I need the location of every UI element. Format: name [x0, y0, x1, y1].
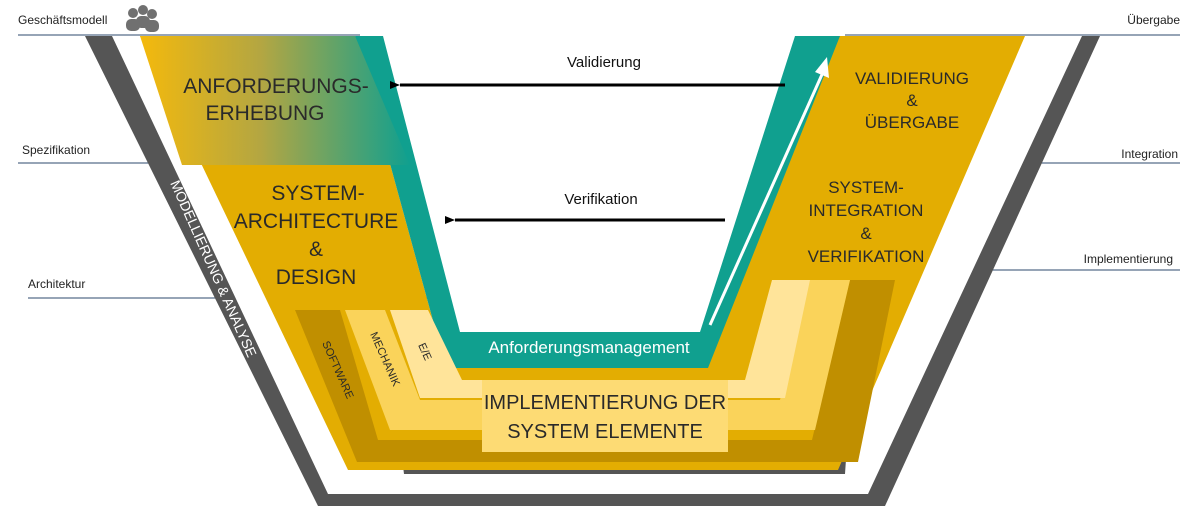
system-architecture-line3: &	[309, 238, 323, 261]
anforderungserhebung-line1: ANFORDERUNGS-	[183, 75, 369, 98]
label-integration: Integration	[1121, 147, 1178, 161]
label-uebergabe: Übergabe	[1127, 13, 1180, 27]
upward-arrow	[708, 69, 826, 326]
system-architecture-line4: DESIGN	[276, 266, 357, 289]
system-architecture-line2: ARCHITECTURE	[234, 210, 399, 233]
system-integration-line1: SYSTEM-	[828, 178, 904, 197]
validierung-line1: VALIDIERUNG	[855, 69, 969, 88]
people-icon	[126, 5, 159, 32]
system-integration-line3: &	[860, 224, 872, 243]
label-geschaeftsmodell: Geschäftsmodell	[18, 13, 107, 27]
layer-ee	[390, 280, 810, 398]
implementation-box	[482, 380, 728, 452]
label-architektur: Architektur	[28, 277, 85, 291]
system-integration-line2: INTEGRATION	[809, 201, 924, 220]
layer-software	[295, 280, 895, 462]
implementierung-line1: IMPLEMENTIERUNG DER	[484, 392, 726, 414]
validierung-line2: &	[906, 91, 918, 110]
validierung-line3: ÜBERGABE	[865, 113, 959, 132]
validierung-arrow-label: Validierung	[567, 54, 641, 71]
label-implementierung: Implementierung	[1084, 252, 1173, 266]
anforderungsmanagement-label: Anforderungsmanagement	[488, 338, 690, 357]
upward-arrowhead	[815, 57, 829, 78]
teal-channel	[355, 36, 840, 368]
implementierung-line2: SYSTEM ELEMENTE	[507, 421, 703, 443]
system-architecture-line1: SYSTEM-	[271, 182, 364, 205]
system-integration-line4: VERIFIKATION	[808, 247, 925, 266]
label-spezifikation: Spezifikation	[22, 143, 90, 157]
anforderungserhebung-line2: ERHEBUNG	[205, 102, 324, 125]
anforderungserhebung-block	[140, 36, 410, 165]
verifikation-arrow-label: Verifikation	[564, 191, 637, 208]
